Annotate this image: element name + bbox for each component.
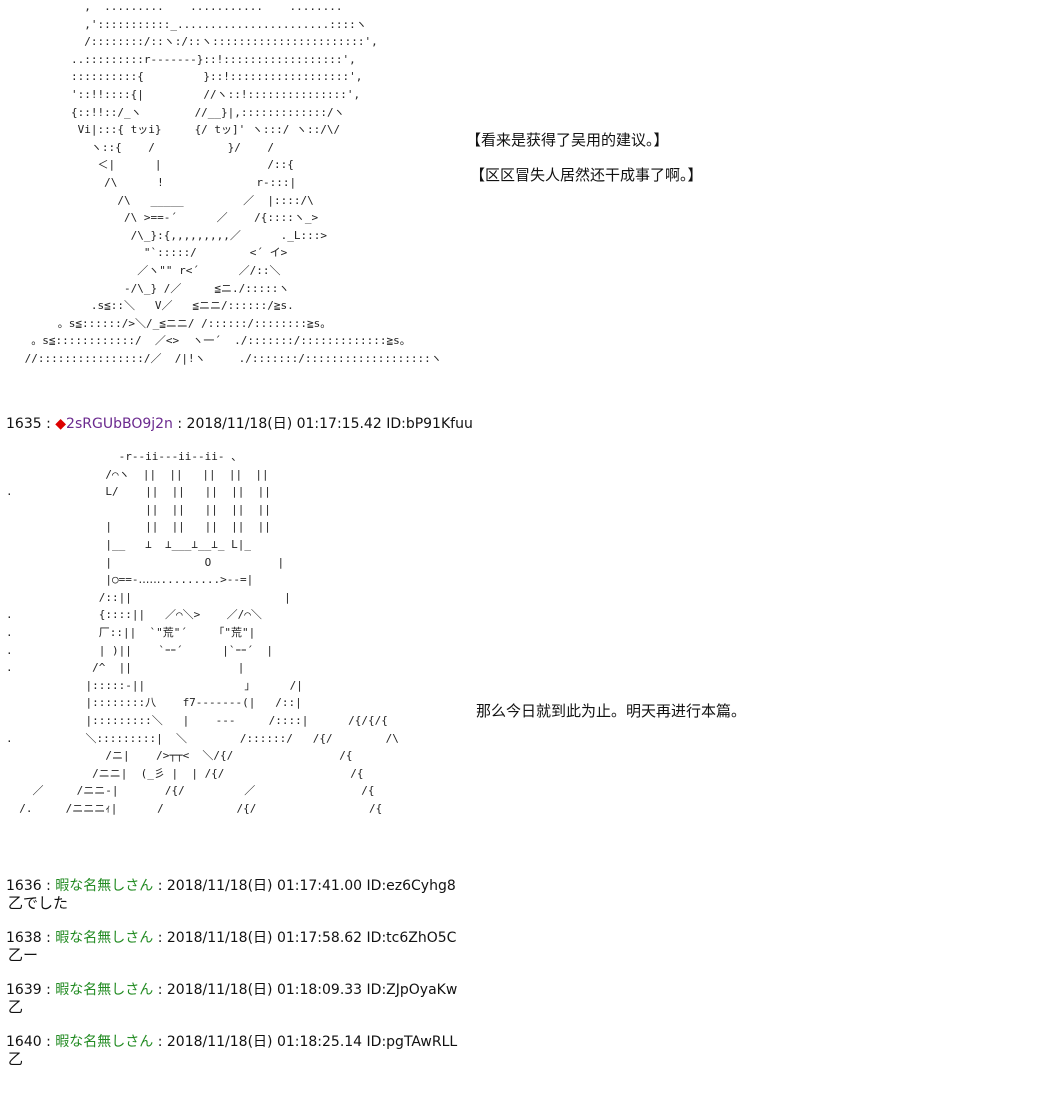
trip-diamond-icon: ◆ <box>55 416 67 432</box>
post-number[interactable]: 1638 <box>6 930 42 946</box>
post-header-1636: 1636 : 暇な名無しさん : 2018/11/18(日) 01:17:41.… <box>6 877 456 895</box>
poster-name: 暇な名無しさん <box>55 930 154 946</box>
narration-line-1: 【看来是获得了吴用的建议。】 <box>466 131 669 149</box>
post-separator: : <box>41 930 56 946</box>
post-datetime-id: : 2018/11/18(日) 01:18:09.33 ID:ZJpOyaKw <box>153 982 458 998</box>
post-header-1639: 1639 : 暇な名無しさん : 2018/11/18(日) 01:18:09.… <box>6 981 457 999</box>
post-body-1640: 乙 <box>8 1050 24 1068</box>
post-body-1639: 乙 <box>8 998 24 1016</box>
post-number[interactable]: 1635 <box>6 416 42 432</box>
post-number[interactable]: 1639 <box>6 982 42 998</box>
post-datetime-id: : 2018/11/18(日) 01:17:41.00 ID:ez6Cyhg8 <box>153 878 456 894</box>
post-separator: : <box>41 1034 56 1050</box>
narration-line-2: 【区区冒失人居然还干成事了啊。】 <box>470 166 703 184</box>
post-separator: : <box>41 416 56 432</box>
ascii-art-character-bottom: -r--ii---ii--ii- 、 /⌒ヽ || || || || || . … <box>6 450 399 815</box>
post-header-1635: 1635 : ◆2sRGUbBO9j2n : 2018/11/18(日) 01:… <box>6 415 473 433</box>
ascii-art-character-top: , ......... ........... ........ ,':::::… <box>24 0 442 365</box>
post-datetime-id: : 2018/11/18(日) 01:17:58.62 ID:tc6ZhO5C <box>153 930 457 946</box>
post-separator: : <box>41 982 56 998</box>
poster-name: 暇な名無しさん <box>55 982 154 998</box>
post-number[interactable]: 1636 <box>6 878 42 894</box>
post-datetime-id: : 2018/11/18(日) 01:17:15.42 ID:bP91Kfuu <box>172 416 473 432</box>
post-body-1638: 乙ー <box>8 946 39 964</box>
post-header-1638: 1638 : 暇な名無しさん : 2018/11/18(日) 01:17:58.… <box>6 929 456 947</box>
post-header-1640: 1640 : 暇な名無しさん : 2018/11/18(日) 01:18:25.… <box>6 1033 457 1051</box>
post-number[interactable]: 1640 <box>6 1034 42 1050</box>
poster-name: 暇な名無しさん <box>55 878 154 894</box>
post-separator: : <box>41 878 56 894</box>
poster-trip: 2sRGUbBO9j2n <box>66 416 173 432</box>
poster-name: 暇な名無しさん <box>55 1034 154 1050</box>
post-datetime-id: : 2018/11/18(日) 01:18:25.14 ID:pgTAwRLL <box>153 1034 458 1050</box>
post-body-1636: 乙でした <box>8 894 69 912</box>
narration-line-3: 那么今日就到此为止。明天再进行本篇。 <box>476 702 747 720</box>
